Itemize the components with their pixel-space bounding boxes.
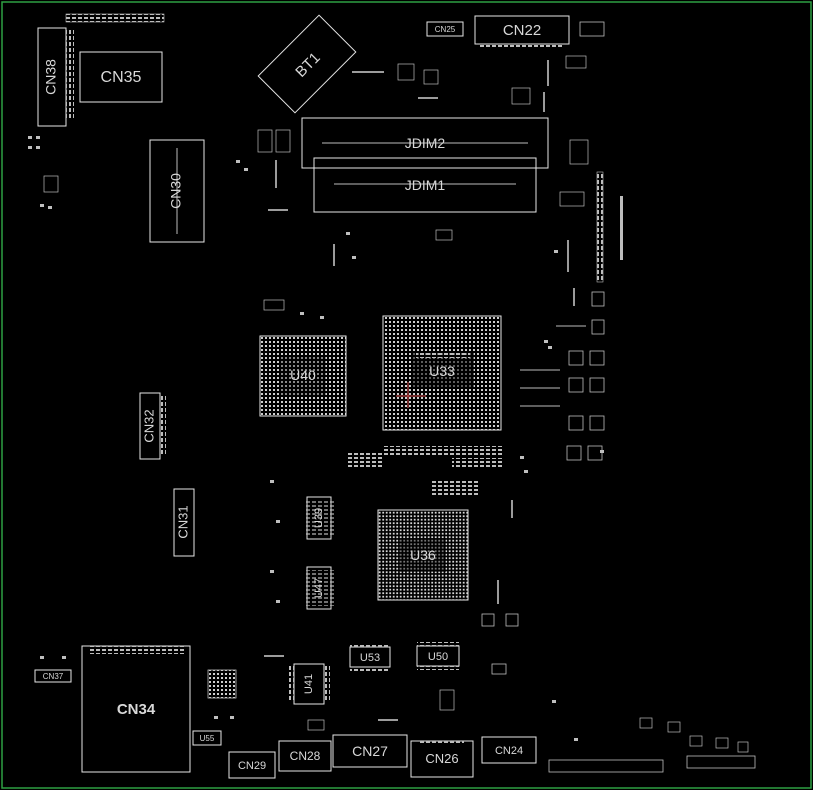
- connector-cn28: CN28: [278, 740, 332, 772]
- cn26-label: CN26: [425, 751, 458, 766]
- connector-cn30: CN30: [149, 139, 205, 243]
- u55-label: U55: [200, 734, 215, 743]
- bottom-connector-strip-b: [686, 755, 756, 769]
- bt1-label: BT1: [292, 49, 323, 80]
- u40-label: U40: [290, 367, 316, 383]
- cn27-label: CN27: [352, 743, 388, 759]
- cn25-label: CN25: [435, 25, 456, 34]
- trace-segments: [264, 60, 575, 721]
- jdim1-label: JDIM1: [405, 177, 446, 193]
- cn37-label: CN37: [43, 672, 64, 681]
- pad-row-c: [452, 458, 504, 468]
- cn35-label: CN35: [101, 69, 142, 86]
- connector-cn34: CN34: [81, 645, 191, 773]
- u50-label: U50: [428, 651, 448, 663]
- cn22-label: CN22: [503, 22, 541, 39]
- dimm-slot-jdim1: JDIM1: [313, 157, 537, 213]
- chip-u40: U40: [259, 335, 347, 417]
- pad-row-d: [430, 480, 478, 496]
- cn38-label: CN38: [43, 59, 59, 95]
- small-part-top-right: [579, 21, 605, 37]
- pad-square-b: [505, 613, 519, 627]
- chip-u39: U39: [304, 496, 334, 540]
- cn30-label: CN30: [168, 173, 184, 209]
- u41-label: U41: [303, 674, 315, 694]
- connector-cn35: CN35: [79, 51, 163, 103]
- u33-label: U33: [429, 363, 455, 379]
- jdim2-label: JDIM2: [405, 135, 446, 151]
- cn34-label: CN34: [117, 701, 156, 718]
- chip-u41: U41: [288, 663, 330, 705]
- connector-cn26: CN26: [410, 740, 474, 778]
- right-vertical-strip: [620, 196, 623, 260]
- passive-components: [43, 55, 749, 753]
- u53-label: U53: [360, 652, 380, 664]
- bottom-connector-strip-a: [548, 759, 664, 773]
- connector-cn25: CN25: [426, 21, 464, 37]
- right-vertical-connector: [596, 171, 604, 283]
- chip-u53: U53: [349, 643, 391, 671]
- chip-u50: U50: [416, 642, 460, 670]
- connector-cn27: CN27: [332, 734, 408, 768]
- u36-label: U36: [410, 547, 436, 563]
- connector-cn38: CN38: [37, 27, 74, 127]
- connector-cn24: CN24: [481, 736, 537, 764]
- pad-row-b: [384, 446, 504, 456]
- right-pad-grid: [520, 291, 605, 461]
- battery-bt1: BT1: [257, 14, 357, 114]
- connector-cn29: CN29: [228, 751, 276, 779]
- pad-square-c: [491, 663, 507, 675]
- cn31-label: CN31: [175, 505, 190, 538]
- cn24-label: CN24: [495, 745, 523, 757]
- connector-cn32: CN32: [139, 392, 166, 460]
- cn32-label: CN32: [141, 409, 156, 442]
- connector-cn22: CN22: [474, 15, 570, 48]
- cn29-label: CN29: [238, 760, 266, 772]
- u39-label: U39: [313, 508, 325, 528]
- pad-row-a: [348, 452, 382, 468]
- dimm-slot-jdim2: JDIM2: [301, 117, 549, 169]
- chip-u47: U47: [304, 566, 334, 610]
- cn28-label: CN28: [290, 749, 321, 763]
- smd-pads: [28, 136, 604, 741]
- chip-near-cn34: [207, 669, 237, 699]
- u47-label: U47: [313, 578, 325, 598]
- connector-cn37: CN37: [34, 669, 72, 683]
- chip-u33: U33: [382, 315, 502, 431]
- top-header-strip: [65, 13, 165, 23]
- chip-u55: U55: [192, 730, 222, 746]
- pad-square-a: [481, 613, 495, 627]
- chip-u36: U36: [377, 509, 469, 601]
- connector-cn31: CN31: [173, 488, 195, 557]
